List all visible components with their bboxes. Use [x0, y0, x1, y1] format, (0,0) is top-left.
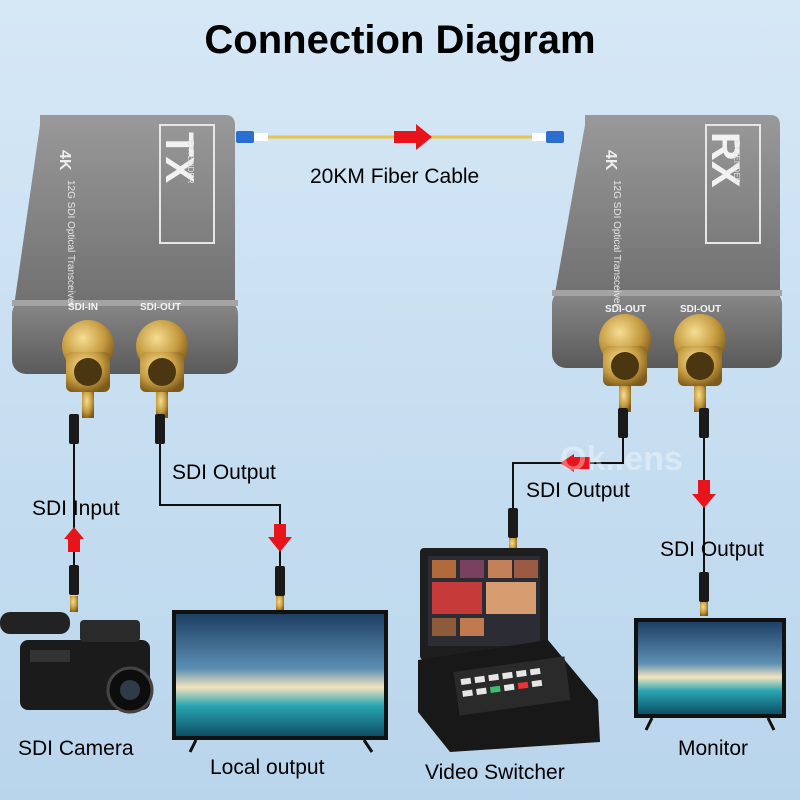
tx-transceiver: 4K TX EXTENDER 12G SDI Optical Transceiv… — [12, 115, 238, 374]
tx-sdi-in-connector — [62, 320, 114, 418]
camera-cable-plug-bottom — [69, 565, 79, 595]
video-switcher-label: Video Switcher — [425, 761, 565, 784]
monitor-cable-plug-bottom — [699, 572, 709, 602]
camera-cable-plug-top — [69, 414, 79, 444]
rx-port-out2-label: SDI-OUT — [680, 304, 721, 315]
local-cable-plug-bottom — [275, 566, 285, 596]
tx-port-out-label: SDI-OUT — [140, 302, 181, 313]
local-tv-icon — [172, 610, 388, 753]
rx-transceiver: 4K RX EXTENDER 12G SDI Optical Transceiv… — [552, 115, 782, 368]
fiber-cable-label: 20KM Fiber Cable — [310, 165, 480, 188]
video-switcher-icon — [418, 548, 600, 752]
arrow-left-switcher — [560, 454, 590, 472]
rx-sdi-out1-connector — [599, 314, 651, 412]
switcher-cable-plug-top — [618, 408, 628, 438]
monitor-cable-plug-top — [699, 408, 709, 438]
switcher-sdi-output-label: SDI Output — [526, 479, 630, 502]
sdi-input-label: SDI Input — [32, 497, 120, 520]
rx-sub-label: EXTENDER — [732, 140, 741, 184]
arrow-up-camera — [64, 527, 84, 552]
tx-port-in-label: SDI-IN — [68, 302, 98, 313]
local-output-label: Local output — [210, 756, 325, 779]
tx-badge: 4K — [56, 150, 73, 171]
diagram-title: Connection Diagram — [204, 18, 596, 62]
monitor-sdi-output-label: SDI Output — [660, 538, 764, 561]
rx-big-label: RX — [703, 132, 747, 188]
sdi-camera-label: SDI Camera — [18, 737, 134, 760]
cable-tx-to-local — [159, 420, 281, 575]
monitor-label: Monitor — [678, 737, 749, 760]
rx-sdi-out2-connector — [674, 314, 726, 412]
fiber-direction-arrow — [394, 124, 432, 150]
tx-big-label: TX — [157, 132, 201, 183]
local-cable-plug-top — [155, 414, 165, 444]
arrow-down-local — [268, 524, 292, 552]
tx-sub-label: EXTENDER — [186, 140, 195, 184]
switcher-cable-plug-bottom — [508, 508, 518, 538]
tx-sdi-output-label: SDI Output — [172, 461, 276, 484]
tx-model-label: 12G SDI Optical Transceiver — [65, 180, 76, 307]
rx-port-out1-label: SDI-OUT — [605, 304, 646, 315]
monitor-icon — [634, 618, 786, 731]
tx-sdi-out-connector — [136, 320, 188, 418]
watermark-text: Ok..ens — [560, 440, 683, 478]
rx-model-label: 12G SDI Optical Transceiver — [611, 180, 622, 307]
rx-badge: 4K — [602, 150, 619, 171]
camera-icon — [0, 612, 154, 714]
arrow-down-monitor — [692, 480, 716, 508]
